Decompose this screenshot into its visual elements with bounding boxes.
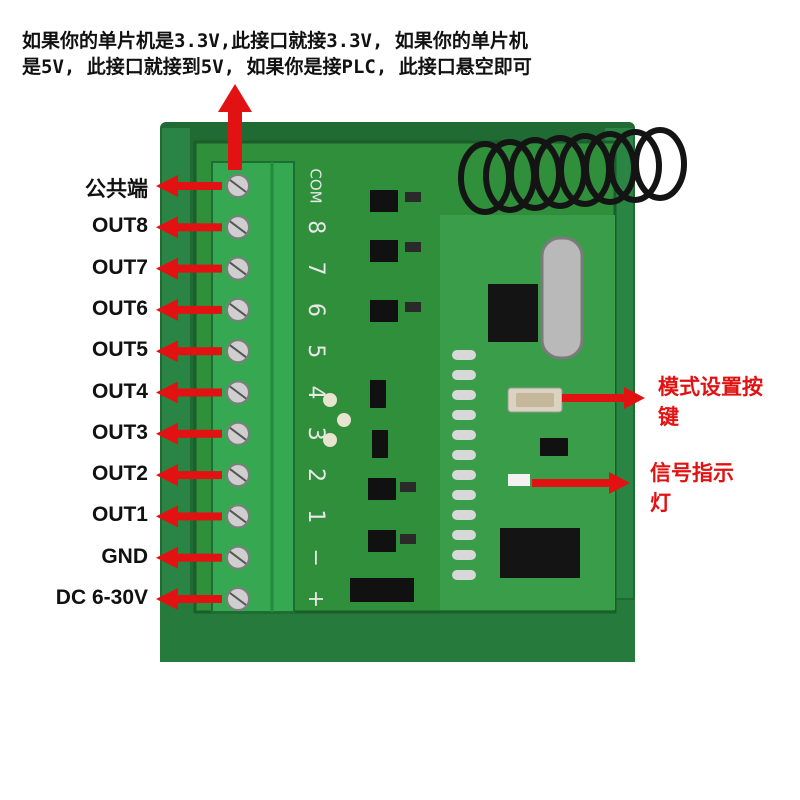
terminal-arrows [156, 175, 222, 610]
terminal-arrow-shaft [174, 553, 222, 562]
up-arrow [218, 84, 252, 170]
terminal-label: 公共端 [85, 178, 148, 201]
terminal-label: OUT5 [91, 338, 148, 362]
terminal-arrow-shaft [174, 305, 222, 314]
terminal-label: GND [101, 544, 148, 568]
terminal-arrow-head [156, 298, 178, 321]
silkscreen-pin-label: 7 [303, 262, 328, 276]
terminal-arrow-head [156, 546, 178, 569]
silkscreen-pin-label: 3 [303, 427, 328, 441]
terminal-block [212, 162, 294, 612]
terminal-label: OUT7 [91, 255, 148, 279]
mode-key-callout: 模式设置按键 [658, 375, 763, 429]
module-pin [452, 510, 476, 520]
silkscreen-pin-label: 8 [303, 220, 328, 234]
terminal-label: OUT3 [91, 420, 148, 444]
terminal-arrow-shaft [174, 264, 222, 273]
module-pin [452, 370, 476, 380]
silkscreen-pin-label: 1 [303, 509, 328, 523]
terminal-label: OUT2 [91, 462, 148, 486]
mode-key-arrow [562, 387, 645, 409]
terminal-arrow-shaft [174, 388, 222, 397]
terminal-arrow-head [156, 175, 178, 197]
module-pins [452, 350, 476, 580]
silkscreen-pin-label: 4 [303, 386, 328, 400]
silkscreen-pin-label: + [303, 590, 328, 608]
terminal-label: DC 6-30V [55, 586, 148, 609]
terminal-label: OUT6 [91, 296, 148, 320]
module-pin [452, 430, 476, 440]
terminal-label: OUT1 [91, 503, 148, 527]
module-pin [452, 470, 476, 480]
signal-led-callout: 信号指示灯 [650, 461, 734, 515]
module-pin [452, 570, 476, 580]
module-pin [452, 410, 476, 420]
terminal-arrow-shaft [174, 595, 222, 603]
silkscreen-labels: COM 8 7 6 5 4 3 2 1 − + [303, 168, 328, 608]
terminal-arrow-head [156, 257, 178, 280]
terminal-arrow-head [156, 505, 178, 528]
signal-led-arrow [532, 472, 630, 494]
terminal-label: OUT8 [91, 214, 148, 238]
terminal-arrow-head [156, 588, 178, 610]
silkscreen-pin-label: COM [307, 168, 325, 203]
silkscreen-pin-label: 5 [303, 344, 328, 358]
top-note: 如果你的单片机是3.3V,此接口就接3.3V, 如果你的单片机 是5V, 此接口… [22, 28, 712, 80]
terminal-arrow-shaft [174, 429, 222, 438]
terminal-screws [226, 174, 250, 611]
top-note-line1: 如果你的单片机是3.3V,此接口就接3.3V, 如果你的单片机 [22, 30, 528, 52]
top-note-line2: 是5V, 此接口就接到5V, 如果你是接PLC, 此接口悬空即可 [22, 56, 532, 78]
module-pin [452, 550, 476, 560]
terminal-arrow-head [156, 381, 178, 404]
terminal-arrow-shaft [174, 471, 222, 480]
signal-led [508, 474, 530, 486]
module-pin [452, 490, 476, 500]
terminal-label: OUT4 [91, 379, 148, 403]
silkscreen-pin-label: 6 [303, 303, 328, 317]
module-pin [452, 390, 476, 400]
din-case-left-rail [162, 128, 190, 598]
terminal-arrow-head [156, 464, 178, 487]
terminal-arrow-shaft [174, 182, 222, 190]
antenna-coil [458, 127, 687, 215]
terminal-arrow-shaft [174, 347, 222, 356]
terminal-arrow-shaft [174, 223, 222, 232]
terminal-arrow-head [156, 216, 178, 239]
module-pin [452, 350, 476, 360]
terminal-arrow-head [156, 422, 178, 445]
terminal-arrow-head [156, 340, 178, 363]
silkscreen-pin-label: − [303, 548, 328, 566]
terminal-arrow-shaft [174, 512, 222, 521]
module-pin [452, 450, 476, 460]
silkscreen-pin-label: 2 [303, 468, 328, 482]
module-pin [452, 530, 476, 540]
